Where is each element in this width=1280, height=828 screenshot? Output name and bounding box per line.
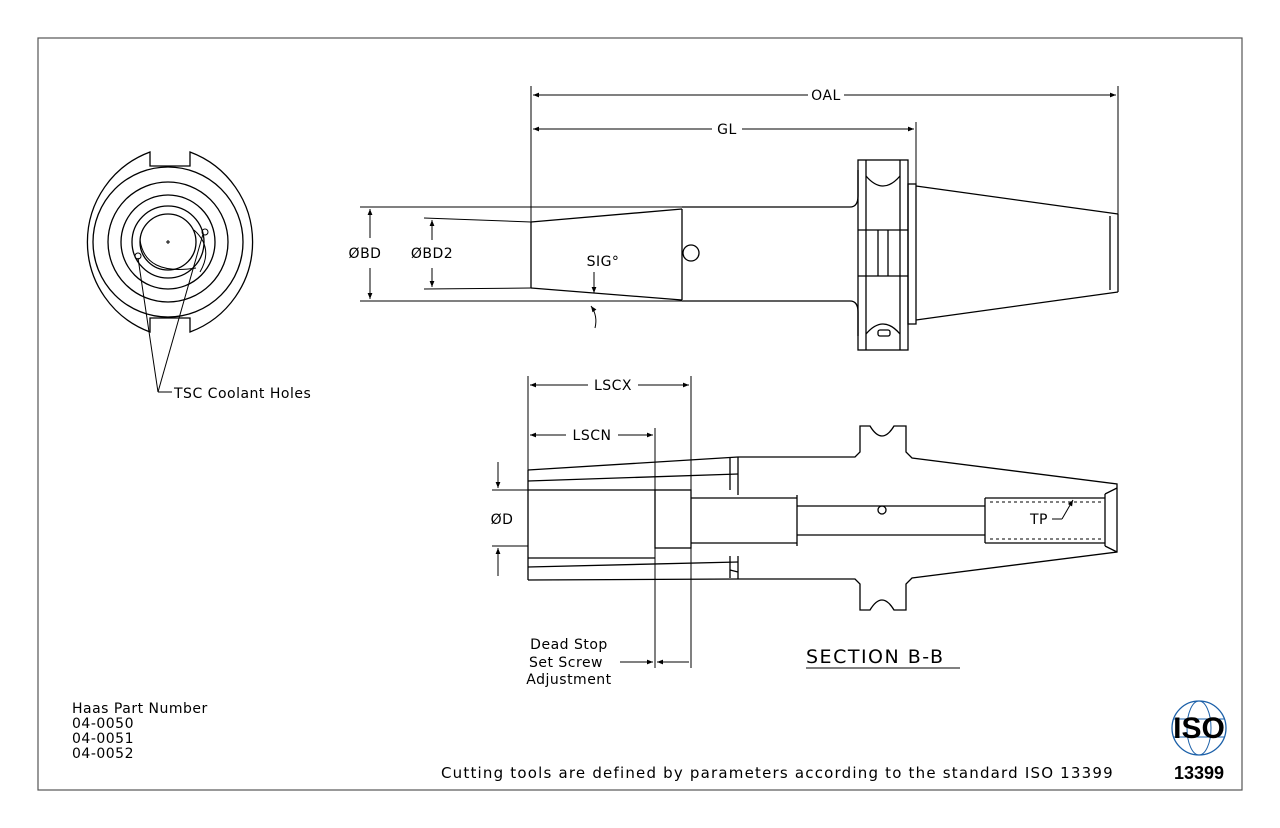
part-number-item: 04-0051: [72, 731, 134, 747]
dead-stop-line-2: Set Screw: [529, 655, 603, 671]
part-number-item: 04-0050: [72, 716, 134, 732]
dead-stop-line-1: Dead Stop: [530, 637, 608, 653]
section-title: SECTION B-B: [806, 646, 945, 668]
iso-logo-number: 13399: [1174, 763, 1224, 783]
tp-label: TP: [1029, 512, 1048, 528]
drawing-border: [37, 37, 1243, 791]
footer-note: Cutting tools are defined by parameters …: [441, 764, 1114, 782]
part-number-heading: Haas Part Number: [72, 701, 208, 717]
iso-logo: ISO 13399: [1171, 700, 1227, 783]
bd-label: ØBD: [349, 246, 382, 262]
gl-label: GL: [717, 122, 737, 138]
d-label: ØD: [491, 512, 514, 528]
dead-stop-line-3: Adjustment: [526, 672, 611, 688]
lscx-label: LSCX: [594, 378, 632, 394]
lscn-label: LSCN: [573, 428, 612, 444]
bd2-label: ØBD2: [411, 246, 453, 262]
oal-label: OAL: [811, 88, 841, 104]
part-number-block: Haas Part Number 04-0050 04-0051 04-0052: [72, 701, 208, 762]
sig-label: SIG°: [587, 254, 620, 270]
section-view: TP LSCX LSCN ØD Dead Stop Set Screw Adju…: [491, 376, 1118, 688]
side-view: OAL GL ØBD ØBD2 SIG°: [349, 86, 1119, 351]
coolant-holes-label: TSC Coolant Holes: [173, 386, 311, 402]
part-number-item: 04-0052: [72, 746, 134, 762]
end-view: TSC Coolant Holes: [86, 151, 311, 402]
iso-logo-label: ISO: [1173, 712, 1225, 745]
